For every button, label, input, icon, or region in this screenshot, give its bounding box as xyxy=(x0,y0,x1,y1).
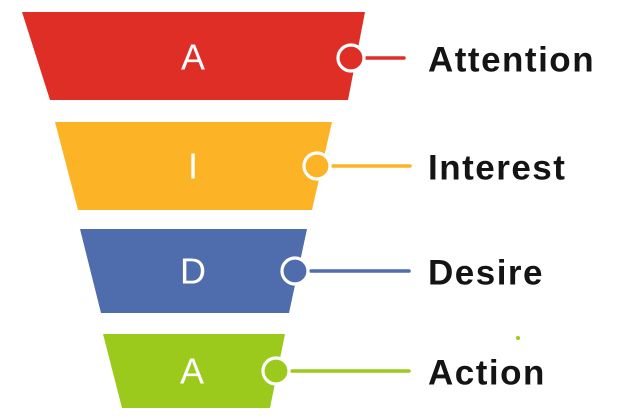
connector-circle xyxy=(280,256,310,286)
stage-label-action: Action xyxy=(428,354,546,393)
funnel-stage-attention: A Attention xyxy=(22,12,595,100)
connector-circle xyxy=(336,43,366,73)
stage-label-interest: Interest xyxy=(428,149,566,188)
funnel-stage-action: A Action xyxy=(103,334,546,408)
funnel-segment-shape xyxy=(103,334,285,408)
connector-circle xyxy=(302,151,332,181)
connector-circle xyxy=(261,356,291,386)
stage-letter: A xyxy=(181,37,205,78)
stage-label-attention: Attention xyxy=(428,41,595,80)
stage-label-desire: Desire xyxy=(428,254,544,293)
funnel-stage-desire: D Desire xyxy=(80,229,544,313)
funnel-segment-shape xyxy=(55,122,332,210)
funnel-segment-shape xyxy=(22,12,365,100)
stage-letter: D xyxy=(180,251,206,292)
stray-dot xyxy=(516,336,520,340)
stage-letter: I xyxy=(188,146,198,187)
funnel-stage-interest: I Interest xyxy=(55,122,566,210)
stage-letter: A xyxy=(180,351,204,392)
funnel-segment-shape xyxy=(80,229,307,313)
